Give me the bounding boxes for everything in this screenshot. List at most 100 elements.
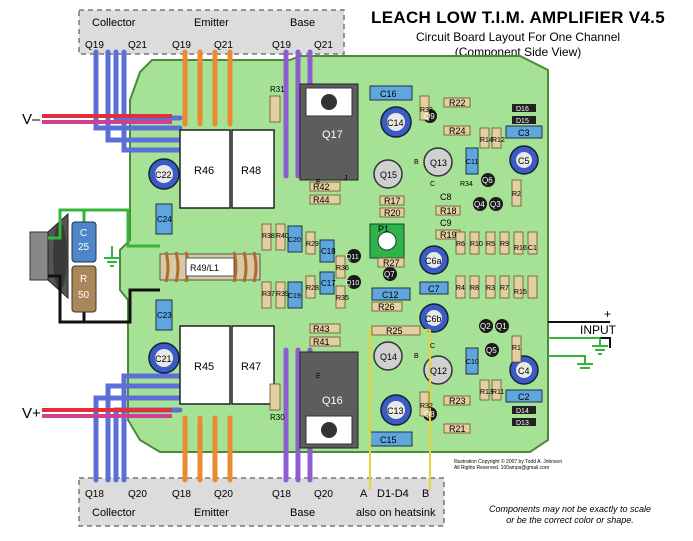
footnote: Components may not be exactly to scale o…	[450, 504, 690, 526]
resistor-r47	[231, 325, 275, 405]
res-r40-label: R40	[276, 233, 289, 240]
bottom-terminal-q18-c: Q18	[85, 489, 104, 500]
cap-c18	[319, 239, 335, 263]
top-terminal-q19-c: Q19	[85, 40, 104, 51]
diagram-subtitle-1: Circuit Board Layout For One Channel	[415, 30, 621, 44]
d14-label: D14	[516, 408, 529, 415]
res-r39-label: R39	[276, 291, 289, 298]
q6-label: Q6	[482, 176, 493, 185]
speaker-cap-c25	[71, 221, 97, 263]
pin-b-top: B	[414, 159, 419, 166]
res-r38-label: R38	[262, 233, 275, 240]
res-r33-label: R33	[420, 107, 433, 114]
d15-label: D15	[516, 118, 529, 125]
inductor-label: R49/L1	[190, 263, 219, 273]
transistor-q13	[423, 147, 453, 177]
cap-c18-label: C18	[321, 247, 336, 256]
elec-c22-label: C22	[155, 170, 172, 180]
res-r14-label: R14	[480, 137, 493, 144]
speaker	[29, 212, 69, 300]
res-r12-label: R12	[492, 137, 505, 144]
elec-c5-label: C5	[518, 156, 530, 166]
cap-c23	[155, 299, 173, 331]
bottom-terminal-q18-b: Q18	[272, 489, 291, 500]
transistor-q14	[373, 341, 403, 371]
q10-label: Q10	[346, 280, 359, 287]
res-r7-label: R7	[500, 285, 509, 292]
res-r21-label: R21	[449, 424, 466, 434]
top-terminal-q21-c: Q21	[128, 40, 147, 51]
q3-label: Q3	[490, 200, 501, 209]
cap-c19	[287, 281, 303, 309]
to92-q15-label: Q15	[380, 170, 397, 180]
bottom-terminal-q20-e: Q20	[214, 489, 233, 500]
speaker-res-r50	[71, 265, 97, 313]
res-r15-label: R15	[514, 289, 527, 296]
cap-c8-label: C8	[440, 192, 452, 202]
cap-c11-label: C11	[466, 159, 478, 166]
res-r2-label: R2	[512, 191, 521, 198]
res-r35-label: R35	[336, 295, 349, 302]
jumper-j: J	[344, 175, 348, 182]
res-r36-label: R36	[336, 265, 349, 272]
cap-c12	[371, 287, 411, 301]
res-r1-label: R1	[512, 345, 521, 352]
res-r25-label: R25	[386, 326, 403, 336]
q1-label: Q1	[496, 322, 507, 331]
res-r19-label: R19	[440, 230, 457, 240]
top-terminal-q21-e: Q21	[214, 40, 233, 51]
copyright-line-1: Illustration Copyright © 2007 by Todd A.…	[454, 458, 562, 465]
cap-c15-label: C15	[380, 435, 397, 445]
speaker-r50-label: 50	[78, 290, 90, 301]
cap-c12-label: C12	[382, 290, 399, 300]
res-r27-label: R27	[383, 258, 400, 268]
elec-c14-label: C14	[387, 118, 404, 128]
resistor-r46	[179, 129, 231, 209]
cap-c20-label: C20	[288, 237, 301, 244]
cap-c1-label: C1	[528, 245, 537, 252]
res-r31-label: R31	[270, 85, 285, 94]
res-r32-label: R32	[420, 403, 433, 410]
cap-c2-label: C2	[518, 392, 530, 402]
res-r41-label: R41	[313, 337, 330, 347]
bottom-terminal-box	[78, 477, 445, 527]
pin-c-top: C	[430, 181, 435, 188]
elec-c6a-label: C6a	[425, 256, 442, 266]
res-r43-label: R43	[313, 324, 330, 334]
cap-c23-label: C23	[157, 311, 172, 320]
cap-c7	[419, 281, 449, 295]
footnote-line-2: or be the correct color or shape.	[506, 515, 634, 525]
input-plus: +	[604, 307, 611, 321]
res-r6-label: R6	[456, 241, 465, 248]
to92-q14-label: Q14	[380, 352, 397, 362]
bottom-emitter-label: Emitter	[194, 507, 229, 519]
res-r4-label: R4	[456, 285, 465, 292]
copyright-line-2: All Rights Reserved. 100amps@gmail.com	[454, 465, 549, 471]
q4-label: Q4	[474, 200, 485, 209]
bottom-base-label: Base	[290, 507, 315, 519]
elec-c4-label: C4	[518, 366, 530, 376]
q11-label: Q11	[346, 254, 359, 261]
heatsink-a-label: A	[360, 488, 368, 500]
cap-c2	[505, 389, 543, 403]
res-r44-label: R44	[313, 195, 330, 205]
transistor-q16	[299, 351, 359, 449]
res-r22-label: R22	[449, 98, 466, 108]
top-terminal-q19-e: Q19	[172, 40, 191, 51]
res-r42-label: R42	[313, 182, 330, 192]
cap-c17-label: C17	[321, 279, 336, 288]
transistor-q15	[373, 159, 403, 189]
cap-c11	[465, 147, 479, 175]
cap-c7-label: C7	[428, 284, 440, 294]
res-r20-label: R20	[384, 208, 401, 218]
input-label: INPUT	[580, 323, 617, 337]
res-r9-label: R9	[500, 241, 509, 248]
resistor-r48	[231, 129, 275, 209]
res-r28-label: R28	[306, 285, 319, 292]
q9-label: Q9	[424, 112, 435, 121]
cap-c16	[369, 85, 413, 101]
elec-c13-label: C13	[387, 406, 404, 416]
d16-label: D16	[516, 106, 529, 113]
res-r17-label: R17	[384, 196, 401, 206]
